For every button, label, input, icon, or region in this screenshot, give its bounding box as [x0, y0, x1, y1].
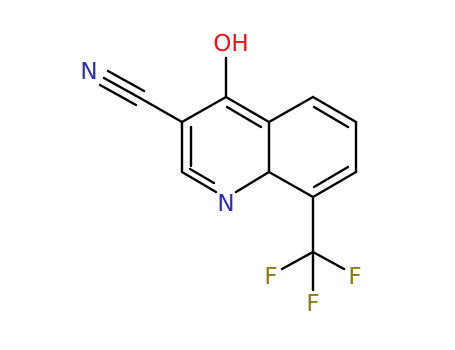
- bond-c7-c8-inner: [312, 165, 350, 189]
- bond-c3-c4: [180, 95, 228, 124]
- nitrile-nitrogen-label: N: [80, 59, 97, 85]
- bond-nitrile-3: [106, 69, 146, 93]
- ring-nitrogen-label: N: [217, 191, 234, 217]
- bond-lines: [98, 56, 358, 292]
- bond-c4-c4a-inner: [225, 105, 263, 129]
- bond-nitrile-2: [98, 83, 138, 107]
- bond-n1-c2-inner: [188, 167, 216, 185]
- fluorine-label-right: F: [348, 264, 361, 290]
- bond-c3-cn: [138, 96, 184, 124]
- bond-c5-c6-inner: [312, 105, 350, 129]
- bond-c8-c8a: [267, 170, 315, 199]
- bond-n1-c2: [180, 170, 218, 194]
- fluorine-label-left: F: [264, 264, 277, 290]
- bond-nitrile-1: [102, 76, 142, 100]
- hydroxyl-label: OH: [213, 31, 248, 57]
- bond-cf3-f3: [311, 250, 346, 271]
- bond-c5-c6: [311, 95, 358, 124]
- bond-cf3-f1: [280, 250, 315, 271]
- bond-c4-c4a: [224, 95, 271, 124]
- bond-c4a-c5: [267, 95, 315, 124]
- fluorine-label-bottom: F: [306, 291, 319, 317]
- bond-c8a-n1: [234, 170, 271, 194]
- bond-c7-c8: [311, 170, 358, 199]
